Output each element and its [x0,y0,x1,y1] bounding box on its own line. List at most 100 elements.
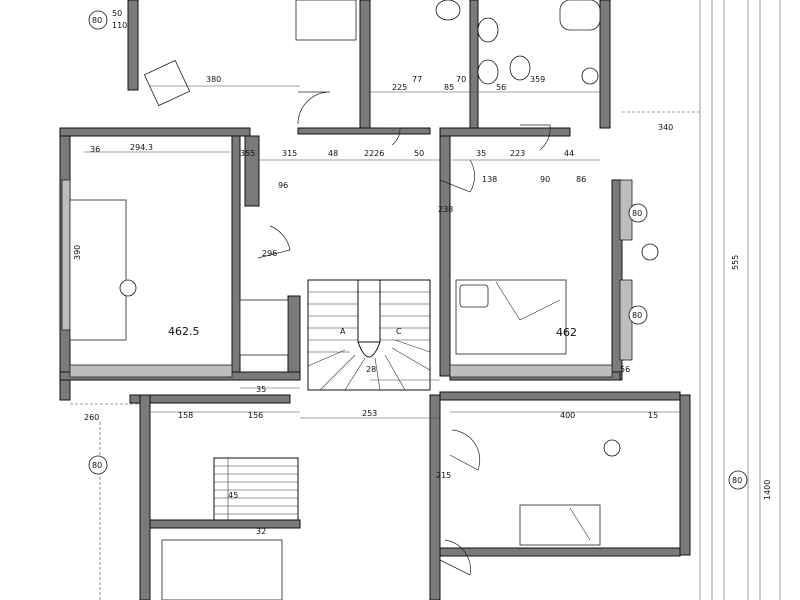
dim-label: 48 [328,149,338,158]
dim-label: 96 [278,181,288,190]
wall-north-left [59,127,251,137]
dim-label: 340 [658,123,673,132]
sink-top [435,0,461,21]
bed-lower [519,504,601,546]
stair-label-c: C [396,327,402,336]
bed-top [295,0,357,41]
dim-label: 44 [564,149,574,158]
wall-lower-north-right [439,391,681,401]
doors [257,91,551,576]
dim-label: 77 [412,75,422,84]
dim-label: 138 [482,175,497,184]
chair-lower [603,439,621,457]
bidet [477,59,499,85]
marker-m [581,67,599,85]
marker-text: 80 [632,209,642,218]
dim-label: 90 [540,175,550,184]
window-west [61,179,71,331]
dim-label: 380 [206,75,221,84]
dim-label: 85 [444,83,454,92]
dim-label: 35 [256,385,266,394]
window-sill-left [69,364,233,378]
dim-label: 260 [84,413,99,422]
wall-lower-north-left [129,394,291,404]
staircase: A C 28 [307,279,431,391]
area-label-left: 462.5 [168,325,200,338]
dim-label: 32 [256,527,266,536]
marker-text: 80 [92,16,102,25]
area-label-right: 462 [556,326,577,339]
dim-label: 400 [560,411,575,420]
walls [59,0,691,600]
bed-lower-left [161,539,283,600]
dim-label: 215 [436,471,451,480]
toilet-b [509,55,531,81]
dim-label: 36 [90,145,100,154]
dim-label: 1400 [763,480,772,500]
wall-bed-left-divider [231,135,241,377]
wardrobe-left [239,299,289,356]
wall-lower-inner [149,519,301,529]
wall-lower-south [439,547,681,557]
marker-80-right [728,470,748,490]
wall-lower-mid [429,394,441,600]
wall-closet [244,135,260,207]
bed-right [455,279,567,355]
dim-label: 35 [476,149,486,158]
section-markers: 80 50 110 80 80 80 80 [88,9,748,490]
dim-label: 294.3 [130,143,153,152]
stair-core [357,279,381,343]
wall-top-bath-left [359,0,371,129]
marker-text: 50 [112,9,122,18]
wall-top-left [127,0,139,91]
bathtub-top [559,0,601,31]
dim-label: 158 [178,411,193,420]
marker-80-east-lower [628,305,648,325]
wall-top-bath-mid [469,0,479,129]
dim-label: 50 [414,149,424,158]
marker-80-east [628,203,648,223]
marker-80-top [88,10,108,30]
toilet-a [477,17,499,43]
dim-label: 253 [362,409,377,418]
dim-label: 86 [576,175,586,184]
dim-label: 45 [228,491,238,500]
dim-label: 555 [731,255,740,270]
desk-left [69,199,127,341]
window-sill-right [449,364,613,378]
dim-label: 2226 [364,149,384,158]
wall-lower-east [679,394,691,556]
dim-label: 359 [530,75,545,84]
marker-text: 80 [92,461,102,470]
marker-text: 80 [632,311,642,320]
marker-text: 80 [732,476,742,485]
dimension-lines [70,0,781,600]
wall-north-mid [297,127,431,135]
dim-label: 156 [248,411,263,420]
dim-label: 223 [510,149,525,158]
wall-north-right [439,127,571,137]
wall-lower-west [139,394,151,600]
dim-label: 70 [456,75,466,84]
dim-label: 315 [282,149,297,158]
dim-label: 56 [620,365,630,374]
dim-label: 15 [648,411,658,420]
wall-right-room-west [439,135,451,377]
dim-label: 390 [73,245,82,260]
stair-label-a: A [340,327,346,336]
dim-label: 296 [262,249,277,258]
chair-left [119,279,137,297]
lower-staircase [213,457,299,521]
marker-80-left [88,455,108,475]
wall-top-bath-right [599,0,611,129]
marker-text: 110 [112,21,127,30]
dim-label: 355 [240,149,255,158]
dim-label: 225 [392,83,407,92]
stair-dim: 28 [366,365,376,374]
furniture [69,0,621,600]
dim-label: 238 [438,205,453,214]
wall-stair-left [287,295,301,381]
armchair [143,59,191,107]
dim-label: 56 [496,83,506,92]
